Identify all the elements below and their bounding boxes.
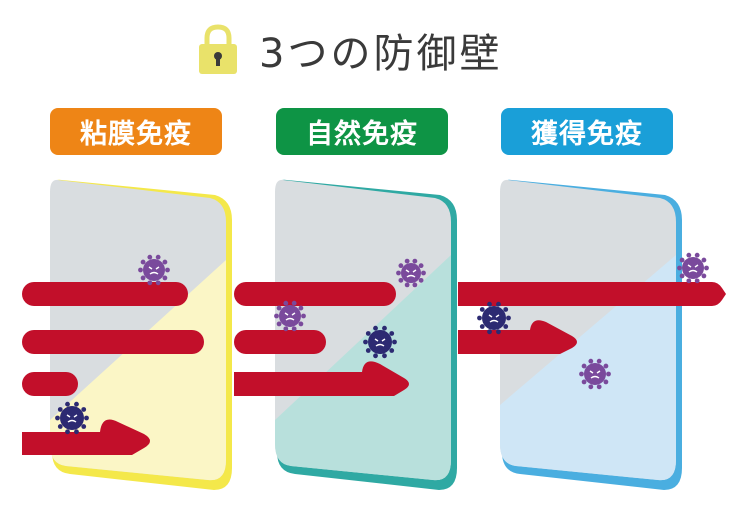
virus-icon <box>274 300 306 332</box>
virus-icon <box>363 325 397 359</box>
virus-icon <box>677 252 709 284</box>
lock-icon <box>195 24 241 76</box>
pathogen-arrows <box>22 282 726 455</box>
badge-innate: 自然免疫 <box>276 108 448 155</box>
badge-mucosal: 粘膜免疫 <box>50 108 222 155</box>
virus-icon <box>396 258 426 288</box>
badge-acquired: 獲得免疫 <box>501 108 673 155</box>
arrow-row2-seg2 <box>234 330 326 354</box>
barrier-panel-innate <box>275 179 457 490</box>
arrow-row1-seg2 <box>234 282 396 306</box>
virus-icon <box>477 301 511 335</box>
virus-icon <box>138 254 170 286</box>
virus-icon <box>55 401 89 435</box>
arrow-row2-seg3 <box>458 320 577 354</box>
arrow-row4-seg1 <box>22 419 150 455</box>
page-title: 3つの防御壁 <box>259 31 503 77</box>
arrow-row3-seg1 <box>22 372 78 396</box>
virus-icon <box>579 358 611 390</box>
arrow-row1-seg3 <box>458 282 726 306</box>
arrow-row1-seg1 <box>22 282 188 306</box>
arrow-row2-seg1 <box>22 330 204 354</box>
virus-group <box>55 252 709 435</box>
arrow-row3-seg2 <box>234 361 409 396</box>
title-block: 3つの防御壁 <box>195 20 502 80</box>
